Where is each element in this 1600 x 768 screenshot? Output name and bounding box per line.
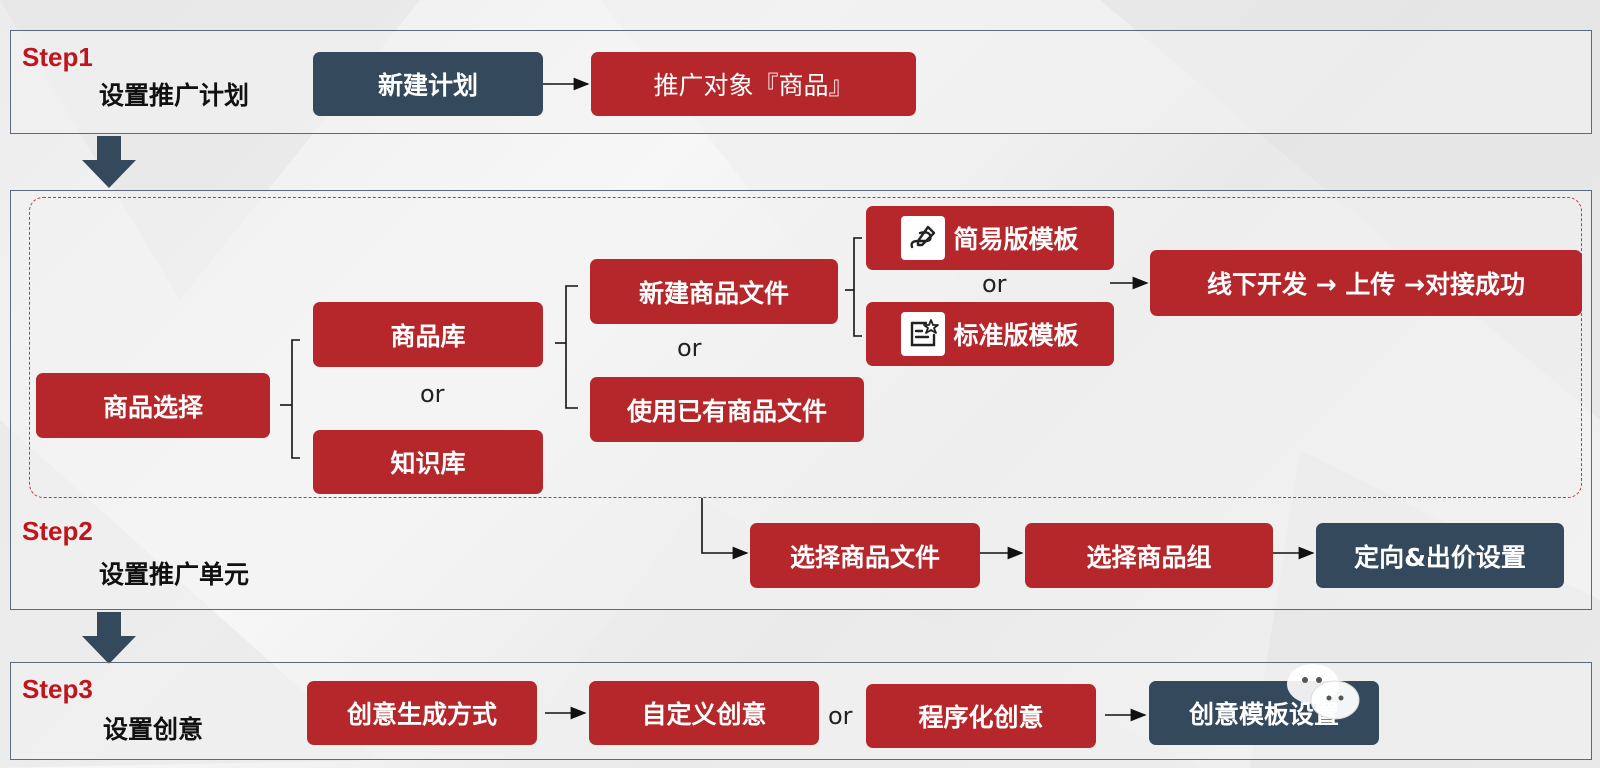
creative-gen-method-box: 创意生成方式 [307,681,537,745]
new-product-file-box: 新建商品文件 [590,259,838,324]
chat-bubble-icon [1287,664,1360,720]
step-arrow-1 [82,136,136,188]
new-plan-box: 新建计划 [313,52,543,116]
step2-title: 设置推广单元 [99,560,250,589]
knowledge-library-box: 知识库 [313,430,543,494]
product-library-box: 商品库 [313,302,543,367]
programmatic-creative-box: 程序化创意 [866,684,1096,748]
or-text-4: or [828,702,853,730]
step1-label: Step1 [22,42,93,72]
or-text-2: or [677,334,702,362]
product-select-box: 商品选择 [36,373,270,438]
simple-template-label: 简易版模板 [953,225,1079,254]
step2-label: Step2 [22,516,93,546]
choose-product-file-box: 选择商品文件 [750,523,980,588]
document-star-icon [901,312,946,356]
custom-creative-box: 自定义创意 [589,681,819,745]
or-text-1: or [420,380,445,408]
choose-product-group-box: 选择商品组 [1025,523,1273,588]
targeting-bid-box: 定向&出价设置 [1316,523,1564,588]
simple-template-box: 简易版模板 [866,206,1114,270]
standard-template-box: 标准版模板 [866,302,1114,366]
target-product-box: 推广对象『商品』 [591,52,916,116]
step3-title: 设置创意 [103,715,204,744]
offline-dev-box: 线下开发 → 上传 →对接成功 [1150,250,1582,316]
standard-template-label: 标准版模板 [953,321,1079,350]
use-existing-file-box: 使用已有商品文件 [590,377,864,442]
pen-squiggle-icon [901,216,946,260]
product-selection-region [29,197,1582,498]
step-arrow-2 [82,612,136,664]
or-text-3: or [982,270,1007,298]
step1-title: 设置推广计划 [99,81,250,110]
step3-label: Step3 [22,674,93,704]
